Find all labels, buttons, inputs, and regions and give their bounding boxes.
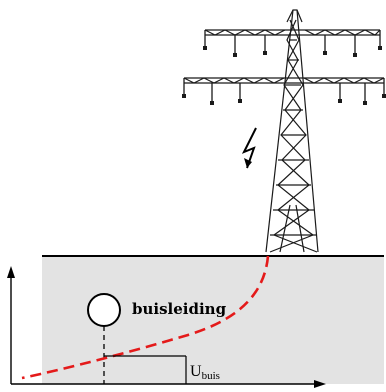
x-axis-arrow [314, 380, 326, 388]
voltage-label: Ubuis [190, 363, 220, 382]
lightning-bolt-icon [241, 127, 257, 169]
axes [10, 272, 320, 385]
pipe-cross-section [87, 293, 121, 327]
pylon-icon [183, 9, 385, 253]
y-axis-arrow [7, 266, 15, 278]
current-path-curve [21, 255, 270, 380]
voltage-marker [104, 355, 187, 384]
insulator-caps [182, 46, 386, 105]
pipe-label: buisleiding [132, 300, 227, 318]
insulator-strings [183, 30, 385, 103]
